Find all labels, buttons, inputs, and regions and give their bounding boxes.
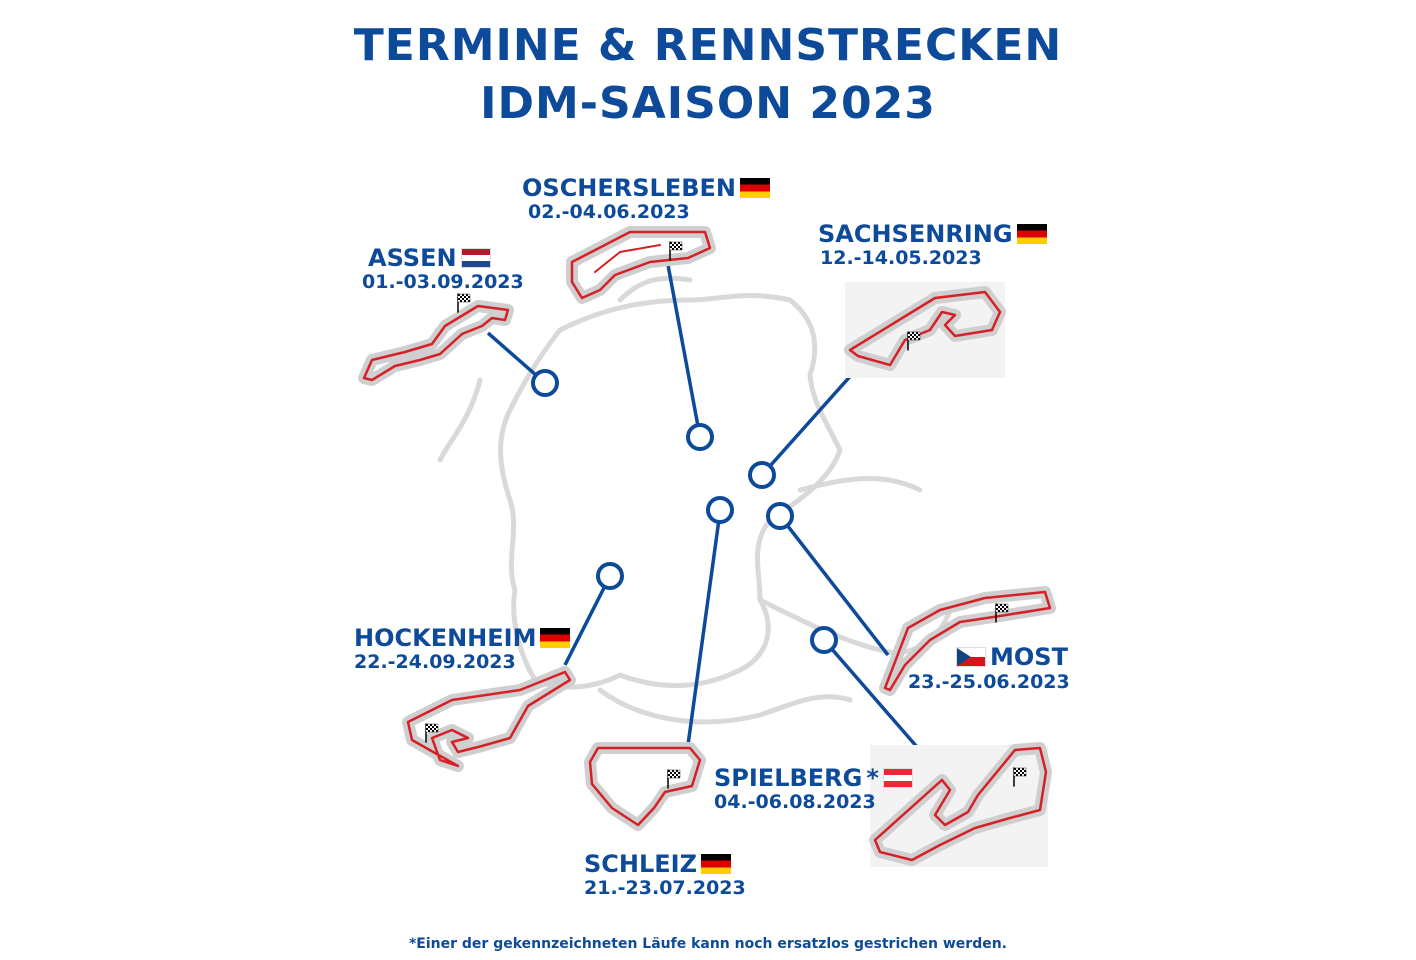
label-sachsenring: SACHSENRING 12.-14.05.2023 bbox=[818, 222, 1047, 268]
flag-austria-icon bbox=[882, 768, 913, 788]
track-name-hockenheim: HOCKENHEIM bbox=[354, 624, 537, 652]
marker-hockenheim bbox=[596, 562, 624, 590]
marker-spielberg bbox=[810, 626, 838, 654]
label-schleiz: SCHLEIZ 21.-23.07.2023 bbox=[584, 852, 746, 898]
track-most bbox=[879, 586, 1056, 696]
page-title: TERMINE & RENNSTRECKEN bbox=[353, 20, 1063, 71]
track-assen bbox=[358, 293, 514, 386]
track-date-hockenheim: 22.-24.09.2023 bbox=[354, 651, 516, 673]
track-date-most: 23.-25.06.2023 bbox=[908, 671, 1070, 693]
marker-sachsenring bbox=[748, 461, 776, 489]
flag-germany-icon bbox=[540, 628, 571, 648]
location-markers bbox=[531, 369, 838, 654]
marker-most bbox=[766, 502, 794, 530]
flag-czechia-icon bbox=[956, 647, 986, 667]
track-hockenheim bbox=[402, 666, 576, 772]
label-most: MOST 23.-25.06.2023 bbox=[908, 643, 1070, 692]
marker-schleiz bbox=[706, 496, 734, 524]
track-name-most: MOST bbox=[990, 643, 1068, 671]
track-name-assen: ASSEN bbox=[368, 244, 457, 272]
footnote: *Einer der gekennzeichneten Läufe kann n… bbox=[408, 936, 1007, 952]
track-oschersleben bbox=[566, 226, 716, 304]
flag-germany-icon bbox=[740, 178, 771, 198]
flag-germany-icon bbox=[1016, 224, 1047, 244]
track-date-spielberg: 04.-06.08.2023 bbox=[714, 791, 876, 813]
track-sachsenring bbox=[844, 282, 1006, 378]
track-date-schleiz: 21.-23.07.2023 bbox=[584, 877, 746, 899]
marker-oschersleben bbox=[686, 423, 714, 451]
track-spielberg bbox=[869, 742, 1052, 867]
label-spielberg: SPIELBERG* 04.-06.08.2023 bbox=[714, 766, 913, 812]
track-date-assen: 01.-03.09.2023 bbox=[362, 271, 524, 293]
flag-germany-icon bbox=[701, 854, 732, 874]
label-hockenheim: HOCKENHEIM 22.-24.09.2023 bbox=[354, 624, 571, 673]
track-schleiz bbox=[584, 742, 706, 831]
track-name-sachsenring: SACHSENRING bbox=[818, 220, 1013, 248]
marker-assen bbox=[531, 369, 559, 397]
track-date-sachsenring: 12.-14.05.2023 bbox=[820, 247, 982, 269]
track-name-spielberg: SPIELBERG bbox=[714, 764, 863, 792]
flag-netherlands-icon bbox=[460, 248, 491, 268]
page-subtitle: IDM-SAISON 2023 bbox=[480, 78, 936, 129]
spielberg-footnote-marker: * bbox=[866, 764, 879, 792]
track-date-oschersleben: 02.-04.06.2023 bbox=[528, 201, 690, 223]
label-oschersleben: OSCHERSLEBEN 02.-04.06.2023 bbox=[522, 174, 771, 223]
label-assen: ASSEN 01.-03.09.2023 bbox=[362, 244, 524, 292]
track-name-oschersleben: OSCHERSLEBEN bbox=[522, 174, 737, 202]
track-name-schleiz: SCHLEIZ bbox=[584, 850, 698, 878]
